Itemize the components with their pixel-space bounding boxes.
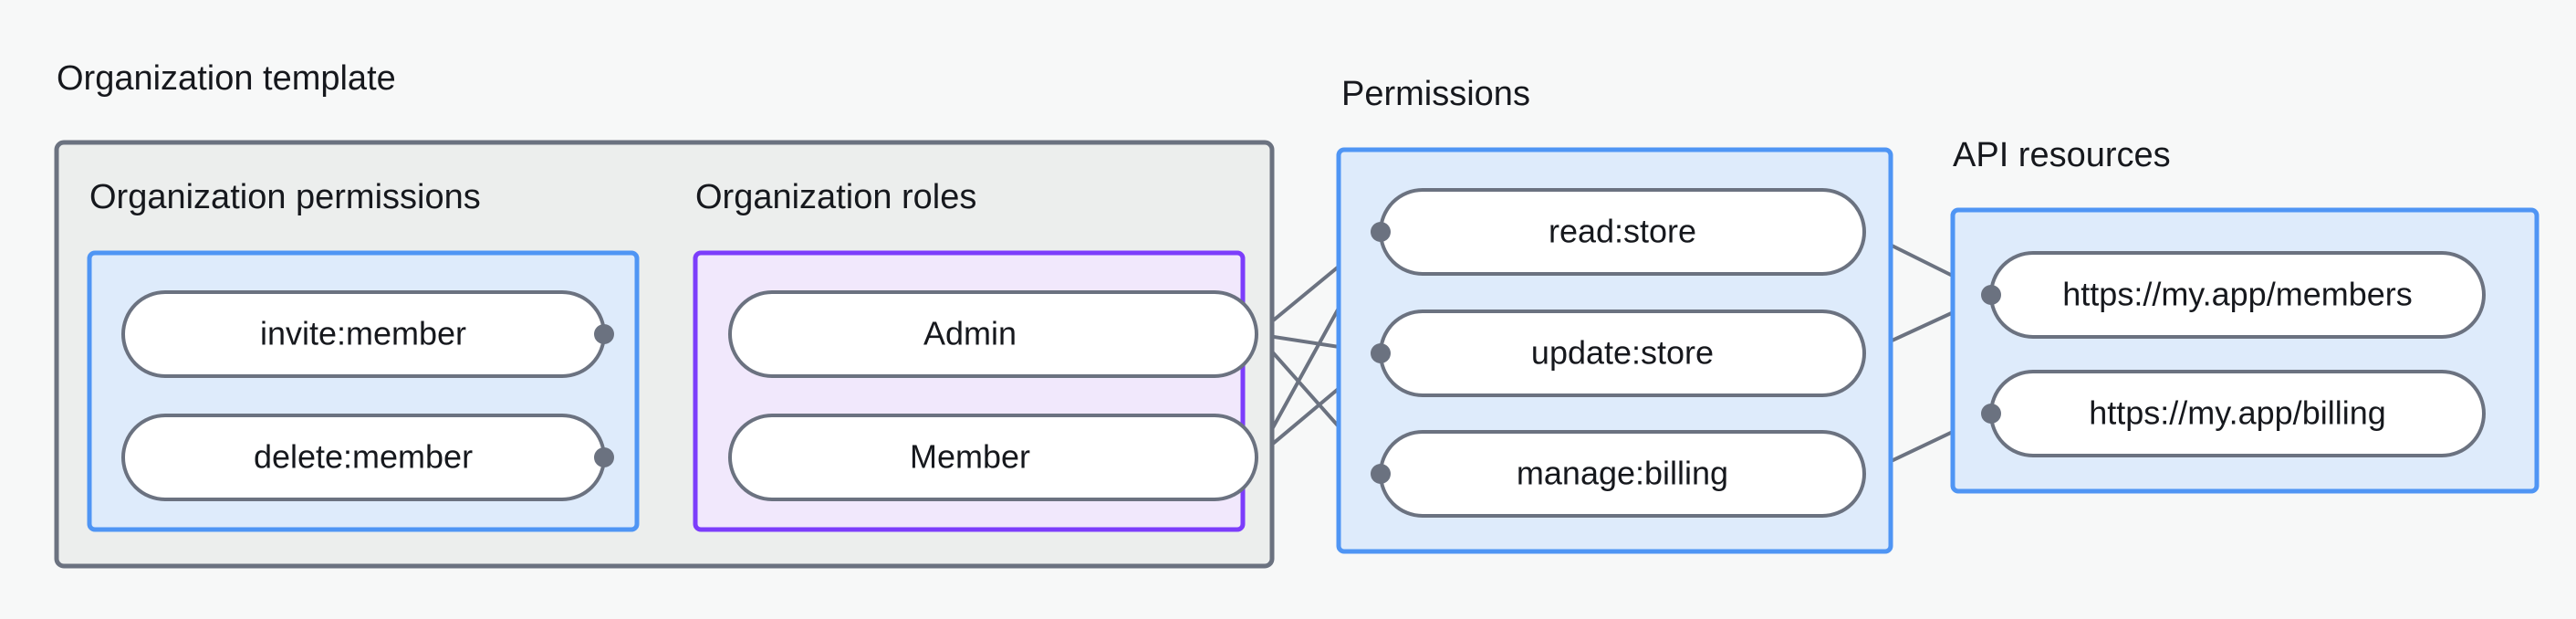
members-url-label: https://my.app/members	[2062, 276, 2412, 313]
organization-permissions-title: Organization permissions	[89, 178, 481, 216]
read-store-port-icon	[1371, 222, 1391, 242]
organization-roles-title: Organization roles	[695, 178, 976, 216]
invite-member-port-icon	[594, 324, 614, 344]
admin-label: Admin	[923, 315, 1017, 352]
node-update-store[interactable]: update:store	[1371, 310, 1866, 397]
billing-url-port-icon	[1981, 404, 2001, 424]
update-store-port-icon	[1371, 343, 1391, 363]
permissions-title: Permissions	[1341, 75, 1530, 113]
member-label: Member	[910, 438, 1030, 476]
node-read-store[interactable]: read:store	[1371, 188, 1866, 276]
node-delete-member[interactable]: delete:member	[121, 414, 614, 501]
read-store-label: read:store	[1549, 213, 1696, 250]
node-members-url[interactable]: https://my.app/members	[1981, 251, 2486, 339]
node-invite-member[interactable]: invite:member	[121, 290, 614, 378]
manage-billing-label: manage:billing	[1517, 455, 1728, 492]
node-billing-url[interactable]: https://my.app/billing	[1981, 370, 2486, 457]
manage-billing-port-icon	[1371, 464, 1391, 484]
admin-pill[interactable]	[728, 290, 1258, 378]
node-member[interactable]: Member	[728, 414, 1258, 501]
invite-member-label: invite:member	[260, 315, 466, 352]
organization-template-title: Organization template	[57, 59, 396, 98]
billing-url-label: https://my.app/billing	[2089, 394, 2386, 432]
update-store-label: update:store	[1531, 334, 1714, 372]
members-url-port-icon	[1981, 285, 2001, 305]
delete-member-port-icon	[594, 447, 614, 467]
delete-member-label: delete:member	[254, 438, 473, 476]
node-admin[interactable]: Admin	[728, 290, 1258, 378]
api-resources-title: API resources	[1953, 136, 2171, 174]
node-manage-billing[interactable]: manage:billing	[1371, 430, 1866, 518]
member-pill[interactable]	[728, 414, 1258, 501]
